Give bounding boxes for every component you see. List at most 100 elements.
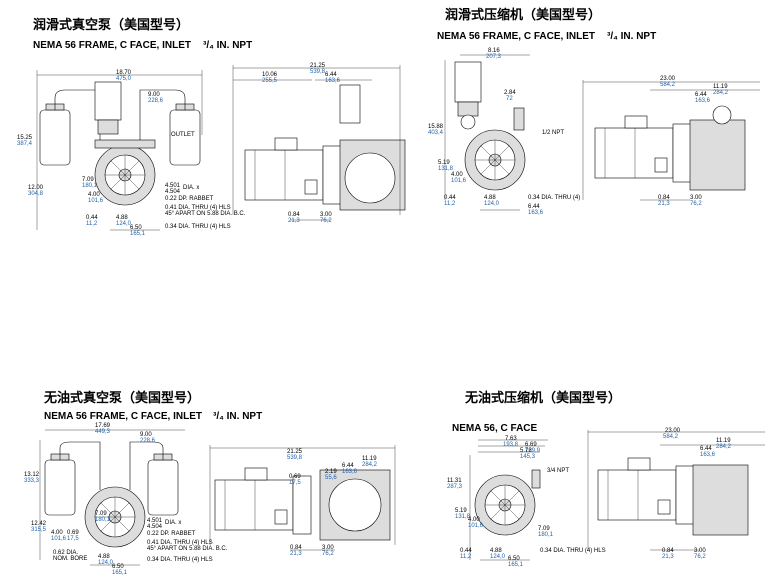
panel3-labels: 17.69 449,3 9.00 228,6 13.12 333,3 12.42… [24,423,378,576]
p3-dim-c2: 333,3 [24,478,40,484]
p4-dim-i2: 165,1 [508,562,524,568]
p3-dim-h2: 124,0 [98,560,114,566]
p4-dim-l1: 11.19 [716,438,731,444]
p4-dim-h2: 124,0 [490,554,506,560]
p1-dim-j2: 539,8 [310,69,326,75]
p3-dim-l1: 6.44 [342,463,354,469]
p2-dim-d1: 5.19 [438,160,450,166]
p1-dim-m1: 0.84 [288,212,300,218]
p3-dim-m1: 2.19 [325,469,337,475]
p3-dim-j1: 21.25 [287,449,303,455]
p3-dim-h1: 4.88 [98,554,110,560]
p3-dim-i2: 165,1 [112,570,128,576]
p2-dim-d2: 131,8 [438,166,454,172]
p2-dim-j1: 11.19 [713,84,728,90]
p4-dim-g1: 0.44 [460,548,472,554]
p3-dim-b2: 228,6 [140,438,156,444]
p3-rabbet: 0.22 DP. RABBET [147,531,196,537]
p4-dim-n1: 0.84 [662,548,674,554]
p1-dim-i2: 165,1 [130,231,146,237]
p3-dim-d2: 315,5 [31,527,47,533]
p3-d1: 4.501 [147,518,163,524]
p3-dim-a2: 449,3 [95,429,111,435]
p1-dim-d1: 12.00 [28,185,44,191]
panel2-title: 润滑式压缩机（美国型号） [445,7,602,22]
p1-dim-n1: 3.00 [320,212,332,218]
panel3-title: 无油式真空泵（美国型号） [44,390,201,405]
p1-dim-b2: 228,6 [148,98,164,104]
p3-dim-o2: 21,3 [290,551,302,557]
p2-dim-a2: 207,3 [486,54,502,60]
p4-dim-a1: 7.63 [505,436,517,442]
p3-dim-d1: 12.42 [31,521,47,527]
p1-dim-h2: 124,0 [116,221,132,227]
p4-dim-j1: 7.09 [538,526,550,532]
p1-dim-l2: 163,6 [325,78,341,84]
p2-dim-b2: 72 [506,96,513,102]
p1-dim-c1: 15.25 [17,135,33,141]
p3-dim-g1: 0.69 [67,530,79,536]
p3-dim-e1: 7.09 [95,511,107,517]
p4-dim-m2: 163,6 [700,452,716,458]
p1-dim-b1: 9.00 [148,92,160,98]
p4-dim-d2: 287,3 [447,484,463,490]
p4-dim-o2: 76,2 [694,554,706,560]
p3-dim-e2: 180,1 [95,517,111,523]
p2-dim-i2: 584,2 [660,82,676,88]
p1-dim-f1: 4.00 [88,192,100,198]
p1-dim-m2: 21,3 [288,218,300,224]
p3-dim-l2: 163,6 [342,469,358,475]
panel1-title: 润滑式真空泵（美国型号） [33,17,190,32]
p3-dim-k2: 284,2 [362,462,378,468]
p4-dim-i1: 6.50 [508,556,520,562]
p2-dim-h1: 6.44 [528,204,540,210]
p3-dim-m2: 55,6 [325,475,337,481]
p1-dim-a1: 18.70 [116,70,132,76]
p1-hls: 0.41 DIA. THRU (4) HLS [165,205,231,211]
p3-dim-j2: 539,8 [287,455,303,461]
p2-dim-m2: 76,2 [690,201,702,207]
p3-dim-k1: 11.19 [362,456,377,462]
p4-npt: 3/4 NPT [547,468,569,474]
p1-dim-k1: 10.06 [262,72,278,78]
p4-dim-g2: 11,2 [460,554,472,560]
p3-dim-i1: 6.50 [112,564,124,570]
p2-dim-h2: 163,6 [528,210,544,216]
p2-dim-a1: 8.16 [488,48,500,54]
p2-thru: 0.34 DIA. THRU (4) [528,195,580,201]
p3-dim-p2: 76,2 [322,551,334,557]
panel3-drawing [39,429,396,566]
p1-dim-g2: 11,2 [86,221,98,227]
p2-dim-b1: 2.84 [504,90,516,96]
panel2-labels: 8.16 207,3 2.84 72 15.88 403,4 5.19 131,… [428,48,729,216]
p1-dim-a2: 475,0 [116,76,132,82]
p3-dim-f1: 4.00 [51,530,63,536]
p2-dim-l1: 0.84 [658,195,670,201]
panel3-subtitle: NEMA 56 FRAME, C FACE, INLET [44,411,202,422]
p3-dim-g2: 17,5 [67,536,79,542]
p3-nom2: NOM. BORE [53,556,87,562]
p1-dim-c2: 387,4 [17,141,33,147]
p3-d2: 4.504 [147,524,163,530]
p2-dim-i1: 23.00 [660,76,676,82]
p2-dim-k2: 163,6 [695,98,711,104]
p1-d1: 4.501 [165,183,181,189]
panel4-labels: 7.63 193,8 6.69 169,9 5.72 145,3 11.31 2… [447,428,732,568]
p3-dim-a1: 17.69 [95,423,111,429]
p4-dim-f1: 4.00 [468,517,480,523]
p1-dia-x: DIA. x [183,185,199,191]
p3-nom1: 0.62 DIA. [53,550,78,556]
p3-dim-p1: 3.00 [322,545,334,551]
p3-dim-n2: 17,5 [289,480,301,486]
p4-dim-e2: 131,8 [455,514,471,520]
p1-dim-k2: 255,5 [262,78,278,84]
p3-thru: 0.34 DIA. THRU (4) HLS [147,557,213,563]
p1-outlet-label: OUTLET [171,132,195,138]
p4-dim-k1: 23.00 [665,428,681,434]
p2-dim-e2: 101,6 [451,178,467,184]
p4-dim-c2: 145,3 [520,454,536,460]
p1-dim-h1: 4.88 [116,215,128,221]
p3-apart: 45° APART ON 5.88 DIA. B.C. [147,546,228,552]
p4-dim-b1: 6.69 [525,442,537,448]
